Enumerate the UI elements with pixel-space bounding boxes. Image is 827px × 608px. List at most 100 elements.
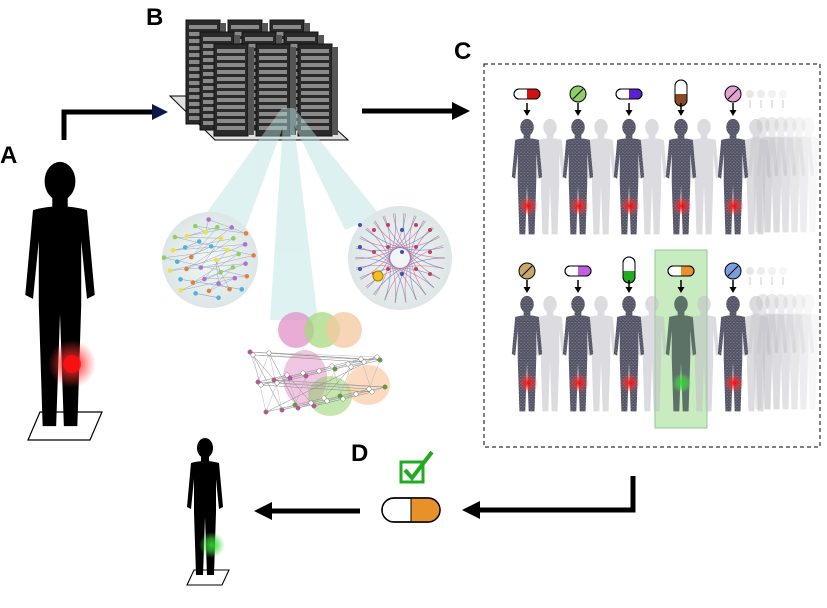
network-node <box>193 291 198 296</box>
disease-marker <box>569 373 589 393</box>
network-node <box>231 236 236 241</box>
network-node <box>386 267 390 271</box>
network-node <box>358 223 362 227</box>
network-node <box>216 295 221 301</box>
arrow-a-to-b <box>61 109 155 140</box>
network-node <box>216 281 221 286</box>
tablet-icon <box>518 262 536 280</box>
treated-patient <box>186 438 230 586</box>
network-node <box>178 277 183 282</box>
network-node <box>358 267 362 271</box>
network-node <box>400 272 404 276</box>
network-node <box>224 247 230 253</box>
network-node <box>258 382 264 388</box>
cell-network <box>348 206 452 310</box>
network-node <box>386 245 390 249</box>
network-node <box>161 255 167 260</box>
capsule-icon <box>667 265 695 277</box>
network-node <box>255 379 261 385</box>
network-node <box>321 395 327 401</box>
capsule-icon <box>615 88 643 100</box>
network-node <box>193 223 198 229</box>
network-node <box>218 235 224 241</box>
arrow-c-to-d <box>478 476 636 513</box>
network-node <box>369 389 375 395</box>
network-node <box>196 239 202 244</box>
network-node <box>329 363 335 369</box>
healthy-marker <box>199 532 225 558</box>
network-node <box>374 354 380 360</box>
panel-label-d: D <box>351 440 369 467</box>
network-node <box>247 349 253 355</box>
network-node <box>242 242 248 247</box>
network-node <box>361 359 367 365</box>
tablet-icon <box>569 85 587 103</box>
patient-a <box>25 161 103 441</box>
network-node <box>174 259 180 265</box>
network-node <box>311 403 317 409</box>
network-node <box>337 393 343 399</box>
network-node <box>348 364 354 370</box>
network-node <box>377 357 383 363</box>
network-node <box>250 352 256 358</box>
network-node <box>340 396 346 402</box>
network-node <box>232 275 238 281</box>
network-node <box>358 245 362 249</box>
network-node <box>172 234 178 240</box>
network-node <box>414 267 418 271</box>
network-node <box>229 225 235 230</box>
network-node <box>213 257 219 263</box>
network-node <box>218 269 223 275</box>
disease-marker <box>620 196 640 216</box>
server-rack <box>213 43 254 137</box>
tablet-icon <box>724 85 742 103</box>
molecular-network <box>161 212 258 308</box>
capsule-icon <box>513 88 541 100</box>
network-node <box>366 386 372 392</box>
disease-marker <box>518 373 538 393</box>
network-node <box>400 250 404 254</box>
server-rack <box>255 43 296 137</box>
network-node <box>332 366 338 372</box>
server-rack <box>297 43 338 137</box>
patient-silhouette <box>25 161 95 427</box>
patient-cluster-icon <box>278 312 314 348</box>
network-node <box>182 245 188 250</box>
capsule-icon <box>622 256 636 284</box>
network-node <box>400 228 404 232</box>
disease-marker <box>518 196 538 216</box>
network-node <box>353 391 359 397</box>
network-node <box>324 398 330 404</box>
network-node <box>295 405 301 411</box>
disease-marker <box>620 373 640 393</box>
network-node <box>203 229 208 235</box>
network-node <box>190 280 196 285</box>
network-node <box>428 228 432 232</box>
network-node <box>244 273 250 279</box>
network-node <box>227 286 232 292</box>
network-node <box>184 233 190 239</box>
network-node <box>414 223 418 227</box>
network-node <box>243 261 248 266</box>
panel-label-c: C <box>454 38 472 65</box>
network-node <box>279 407 285 413</box>
network-node <box>372 250 376 254</box>
capsule-icon <box>674 79 688 107</box>
healthy-marker <box>672 373 692 393</box>
network-node <box>206 288 212 294</box>
disease-marker <box>724 196 744 216</box>
network-node <box>188 254 194 260</box>
network-node <box>274 380 280 386</box>
network-node <box>202 276 207 282</box>
disease-marker <box>569 196 589 216</box>
network-node <box>386 223 390 227</box>
network-node <box>215 224 220 230</box>
network-node <box>230 265 236 270</box>
network-node <box>243 231 249 236</box>
network-node <box>271 377 277 383</box>
network-node <box>239 287 245 292</box>
network-node <box>308 400 314 406</box>
compute-beams <box>205 108 380 320</box>
network-node <box>345 361 351 367</box>
